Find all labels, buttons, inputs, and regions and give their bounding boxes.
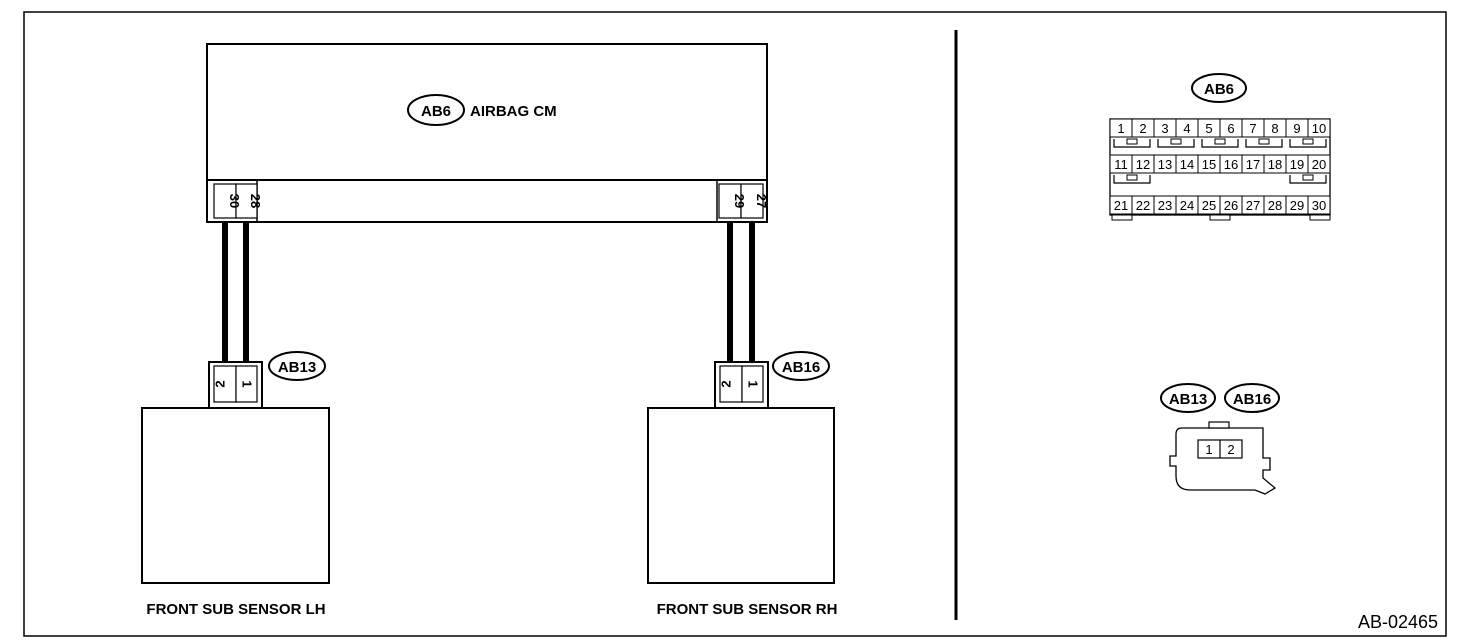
ab16-connector-badge [772, 351, 830, 381]
small-connector-pin-2: 2 [1227, 442, 1234, 457]
sensor-lh-label: FRONT SUB SENSOR LH [146, 601, 325, 618]
ab6-view-badge-text: AB6 [1204, 81, 1234, 98]
ab6-pin-4: 4 [1183, 121, 1190, 136]
ab6-pin-18: 18 [1268, 157, 1282, 172]
ab16-pin-2: 2 [718, 380, 733, 387]
ab6-pin-6: 6 [1227, 121, 1234, 136]
front-sub-sensor-lh: 2 1 AB13 FRONT SUB SENSOR LH [141, 351, 330, 618]
wires-rh [727, 222, 755, 362]
ab6-pin-15: 15 [1202, 157, 1216, 172]
front-sub-sensor-rh: 2 1 AB16 FRONT SUB SENSOR RH [647, 351, 838, 618]
ab6-pin-27: 27 [1246, 198, 1260, 213]
small-connector-pin-1: 1 [1205, 442, 1212, 457]
ab6-badge-text: AB6 [421, 103, 451, 120]
ab16-view-badge [1224, 383, 1280, 413]
ab6-latch [1113, 139, 1151, 148]
ab13-view-badge-text: AB13 [1169, 391, 1207, 408]
ab6-pin-23: 23 [1158, 198, 1172, 213]
ab16-pin-1: 1 [746, 380, 761, 387]
ab6-latch [1201, 139, 1239, 148]
ab6-latch [1289, 175, 1327, 184]
ab6-pin-10: 10 [1312, 121, 1326, 136]
ab6-pin-21: 21 [1114, 198, 1128, 213]
ab6-pin-7: 7 [1249, 121, 1256, 136]
ab6-pin-20: 20 [1312, 157, 1326, 172]
diagram-code: AB-02465 [1358, 612, 1438, 632]
ab6-pin-19: 19 [1290, 157, 1304, 172]
sensor-rh-label: FRONT SUB SENSOR RH [657, 601, 838, 618]
sensor-lh-body [141, 407, 330, 584]
wires-lh [222, 222, 249, 362]
ab6-connector-badge [407, 94, 465, 126]
ab16-badge-text: AB16 [782, 359, 820, 376]
ab6-pin-26: 26 [1224, 198, 1238, 213]
ab6-pin-29: 29 [1290, 198, 1304, 213]
small-connector-view: AB13 AB16 1 2 [1160, 383, 1280, 495]
airbag-cm-label: AIRBAG CM [470, 103, 557, 120]
small-connector-key [1208, 421, 1230, 429]
airbag-cm-connector-strip [206, 179, 768, 223]
airbag-cm-pin-28: 28 [248, 194, 263, 208]
ab6-view-badge [1191, 73, 1247, 103]
airbag-cm-pin-30: 30 [227, 194, 242, 208]
ab6-bottom-tab [1209, 214, 1231, 221]
ab6-latches [1111, 138, 1331, 221]
ab6-pin-14: 14 [1180, 157, 1194, 172]
ab6-pin-12: 12 [1136, 157, 1150, 172]
ab6-pin-8: 8 [1271, 121, 1278, 136]
ab6-pin-3: 3 [1161, 121, 1168, 136]
airbag-cm-unit: 30 28 29 27 AB6 AIRBAG CM [206, 43, 769, 223]
ab6-pin-16: 16 [1224, 157, 1238, 172]
ab6-pin-24: 24 [1180, 198, 1194, 213]
small-connector-body [1169, 427, 1277, 495]
ab6-pin-9: 9 [1293, 121, 1300, 136]
ab6-latch [1113, 175, 1151, 184]
ab13-view-badge [1160, 383, 1216, 413]
ab6-bottom-tab [1309, 214, 1331, 221]
ab6-latch [1157, 139, 1195, 148]
ab6-pin-cell [1307, 118, 1331, 138]
ab6-pin-13: 13 [1158, 157, 1172, 172]
airbag-cm-pin-27: 27 [754, 194, 769, 208]
ab13-badge-text: AB13 [278, 359, 316, 376]
ab13-pin-2: 2 [212, 380, 227, 387]
ab6-latch [1289, 139, 1327, 148]
ab6-pin-1: 1 [1117, 121, 1124, 136]
ab13-connector-badge [268, 351, 326, 381]
ab6-pin-2: 2 [1139, 121, 1146, 136]
ab6-latch [1245, 139, 1283, 148]
ab6-pin-cell [1307, 154, 1331, 174]
ab6-bottom-tab [1111, 214, 1133, 221]
ab6-pin-17: 17 [1246, 157, 1260, 172]
airbag-cm-pin-29: 29 [732, 194, 747, 208]
ab6-pin-25: 25 [1202, 198, 1216, 213]
ab6-pin-30: 30 [1312, 198, 1326, 213]
ab6-pin-11: 11 [1114, 157, 1128, 172]
airbag-cm-body [206, 43, 768, 181]
ab6-pin-cell [1307, 195, 1331, 215]
ab6-pin-5: 5 [1205, 121, 1212, 136]
ab6-pin-28: 28 [1268, 198, 1282, 213]
ab13-pin-1: 1 [240, 380, 255, 387]
ab16-view-badge-text: AB16 [1233, 391, 1271, 408]
ab6-pin-22: 22 [1136, 198, 1150, 213]
sensor-rh-body [647, 407, 835, 584]
outer-frame [23, 11, 1447, 637]
